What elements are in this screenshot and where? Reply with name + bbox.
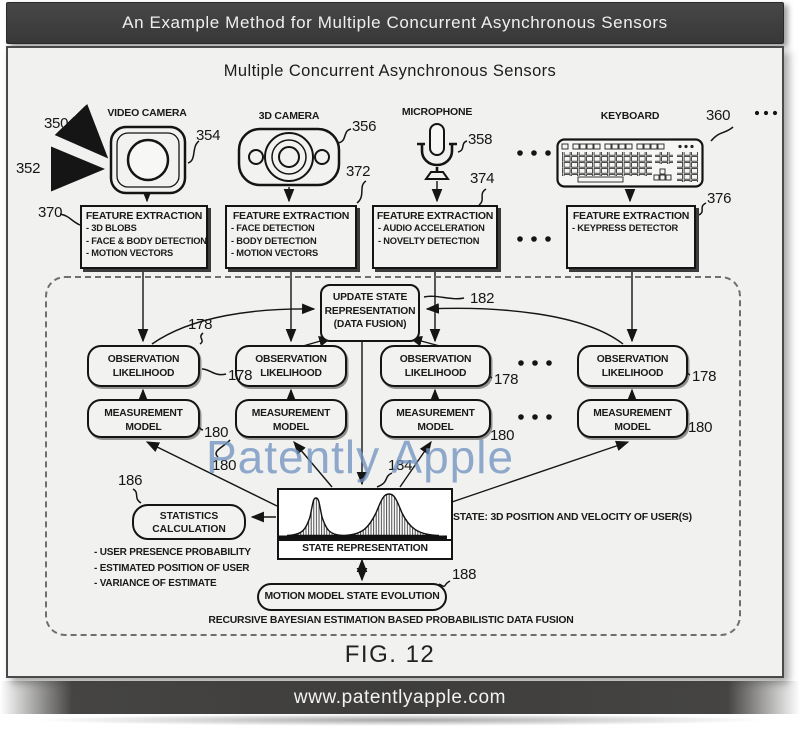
- feature-extraction-box-1: FEATURE EXTRACTION - 3D BLOBS - FACE & B…: [80, 205, 208, 269]
- stats-bullet: - USER PRESENCE PROBABILITY: [94, 547, 251, 558]
- feature-extraction-box-4: FEATURE EXTRACTION - KEYPRESS DETECTOR: [566, 205, 696, 269]
- fusion-label: RECURSIVE BAYESIAN ESTIMATION BASED PROB…: [208, 615, 574, 626]
- statistics-outputs-list: - USER PRESENCE PROBABILITY - ESTIMATED …: [94, 545, 274, 592]
- fe1-item: - 3D BLOBS: [86, 223, 137, 233]
- fe1-item: - MOTION VECTORS: [86, 248, 174, 258]
- ref-178: 178: [188, 316, 213, 333]
- ref-356: 356: [352, 118, 377, 135]
- ol-line: LIKELIHOOD: [601, 367, 664, 379]
- ref-352: 352: [16, 160, 41, 177]
- fe2-item: - MOTION VECTORS: [231, 248, 319, 258]
- 3d-camera-icon: [237, 127, 341, 187]
- ref-350: 350: [44, 115, 69, 132]
- footer-url: www.patentlyapple.com: [293, 686, 507, 708]
- ref-188: 188: [452, 566, 477, 583]
- mm-line: MODEL: [417, 421, 454, 433]
- motion-model-box: MOTION MODEL STATE EVOLUTION: [257, 583, 447, 611]
- fe4-item: - KEYPRESS DETECTOR: [572, 223, 679, 233]
- feature-extraction-box-3: FEATURE EXTRACTION - AUDIO ACCELERATION …: [372, 205, 498, 269]
- mm-line: MEASUREMENT: [593, 408, 672, 419]
- mm-line: MODEL: [125, 421, 162, 433]
- stats-bullet: - VARIANCE OF ESTIMATE: [94, 578, 217, 589]
- stats-line: CALCULATION: [152, 524, 226, 535]
- ref-180: 180: [688, 419, 713, 436]
- ref-180: 180: [204, 424, 229, 441]
- keyboard-icon: [556, 138, 704, 188]
- ref-370: 370: [38, 204, 63, 221]
- ellipsis-dots: [517, 110, 778, 420]
- footer-shadow: [30, 714, 770, 726]
- sensor-label-microphone: MICROPHONE: [401, 106, 473, 118]
- fe2-item: - BODY DETECTION: [231, 235, 317, 246]
- usr-line: REPRESENTATION: [324, 305, 416, 317]
- video-camera-icon: [109, 125, 187, 195]
- ol-line: OBSERVATION: [596, 354, 669, 365]
- footer-banner: www.patentlyapple.com: [0, 681, 800, 714]
- ref-178: 178: [692, 368, 717, 385]
- statistics-calculation-box: STATISTICS CALCULATION: [132, 504, 246, 540]
- state-note: STATE: 3D POSITION AND VELOCITY OF USER(…: [453, 512, 692, 523]
- fe3-item: - AUDIO ACCELERATION: [378, 223, 485, 233]
- ol-line: LIKELIHOOD: [112, 367, 175, 379]
- usr-line: UPDATE STATE: [332, 292, 408, 303]
- fe1-title: FEATURE EXTRACTION: [85, 210, 203, 222]
- usr-line: (DATA FUSION): [333, 319, 407, 330]
- mm-line: MEASUREMENT: [251, 408, 331, 419]
- mm-line: MEASUREMENT: [396, 408, 475, 419]
- stats-line: STATISTICS: [159, 511, 219, 522]
- ref-186: 186: [118, 472, 143, 489]
- ref-180: 180: [212, 457, 237, 474]
- mm-line: MODEL: [272, 421, 310, 433]
- header-title: An Example Method for Multiple Concurren…: [122, 13, 668, 32]
- ref-354: 354: [196, 127, 221, 144]
- microphone-icon: [417, 123, 457, 180]
- ref-376: 376: [707, 190, 732, 207]
- ref-180: 180: [490, 427, 515, 444]
- ol-line: LIKELIHOOD: [404, 367, 467, 379]
- watermark: Patently Apple: [205, 431, 515, 483]
- fe3-item: - NOVELTY DETECTION: [378, 235, 480, 246]
- update-state-box: UPDATE STATE REPRESENTATION (DATA FUSION…: [320, 284, 420, 342]
- ol-line: LIKELIHOOD: [260, 367, 322, 379]
- ref-358: 358: [468, 131, 493, 148]
- ol-line: OBSERVATION: [107, 354, 180, 365]
- observation-likelihood-box-2: OBSERVATION LIKELIHOOD: [235, 345, 347, 387]
- measurement-model-box-4: MEASUREMENT MODEL: [577, 399, 688, 438]
- header-banner: An Example Method for Multiple Concurren…: [6, 2, 784, 44]
- ol-line: OBSERVATION: [255, 354, 327, 365]
- observation-likelihood-box-3: OBSERVATION LIKELIHOOD: [380, 345, 491, 387]
- fe2-item: - FACE DETECTION: [231, 223, 315, 233]
- fe3-title: FEATURE EXTRACTION: [376, 210, 494, 222]
- sensor-label-keyboard: KEYBOARD: [600, 110, 660, 122]
- feature-extraction-box-2: FEATURE EXTRACTION - FACE DETECTION - BO…: [225, 205, 357, 269]
- ref-372: 372: [346, 163, 371, 180]
- ref-374: 374: [470, 170, 495, 187]
- figure-title: Multiple Concurrent Asynchronous Sensors: [223, 62, 557, 80]
- measurement-model-box-3: MEASUREMENT MODEL: [380, 399, 491, 438]
- mm-line: MODEL: [614, 421, 651, 433]
- ref-360: 360: [706, 107, 731, 124]
- ref-182: 182: [470, 290, 495, 307]
- fe2-title: FEATURE EXTRACTION: [232, 210, 350, 222]
- ref-184: 184: [388, 457, 413, 474]
- mm-line: MEASUREMENT: [104, 408, 183, 419]
- figure-caption: FIG. 12: [344, 641, 436, 668]
- state-distribution-plot: [279, 493, 447, 539]
- observation-likelihood-box-4: OBSERVATION LIKELIHOOD: [577, 345, 688, 387]
- ref-178: 178: [494, 371, 519, 388]
- fe4-title: FEATURE EXTRACTION: [572, 210, 690, 222]
- stats-bullet: - ESTIMATED POSITION OF USER: [94, 562, 250, 574]
- sensor-label-3d-camera: 3D CAMERA: [258, 110, 320, 122]
- observation-likelihood-box-1: OBSERVATION LIKELIHOOD: [87, 345, 200, 387]
- fe1-item: - FACE & BODY DETECTION: [86, 235, 207, 246]
- state-representation-label: STATE REPRESENTATION: [279, 539, 451, 556]
- sensor-label-video-camera: VIDEO CAMERA: [107, 107, 187, 119]
- fusion-dashed-container: [45, 276, 741, 636]
- ref-178: 178: [228, 367, 253, 384]
- state-representation-box: STATE REPRESENTATION: [277, 488, 453, 560]
- ol-line: OBSERVATION: [399, 354, 472, 365]
